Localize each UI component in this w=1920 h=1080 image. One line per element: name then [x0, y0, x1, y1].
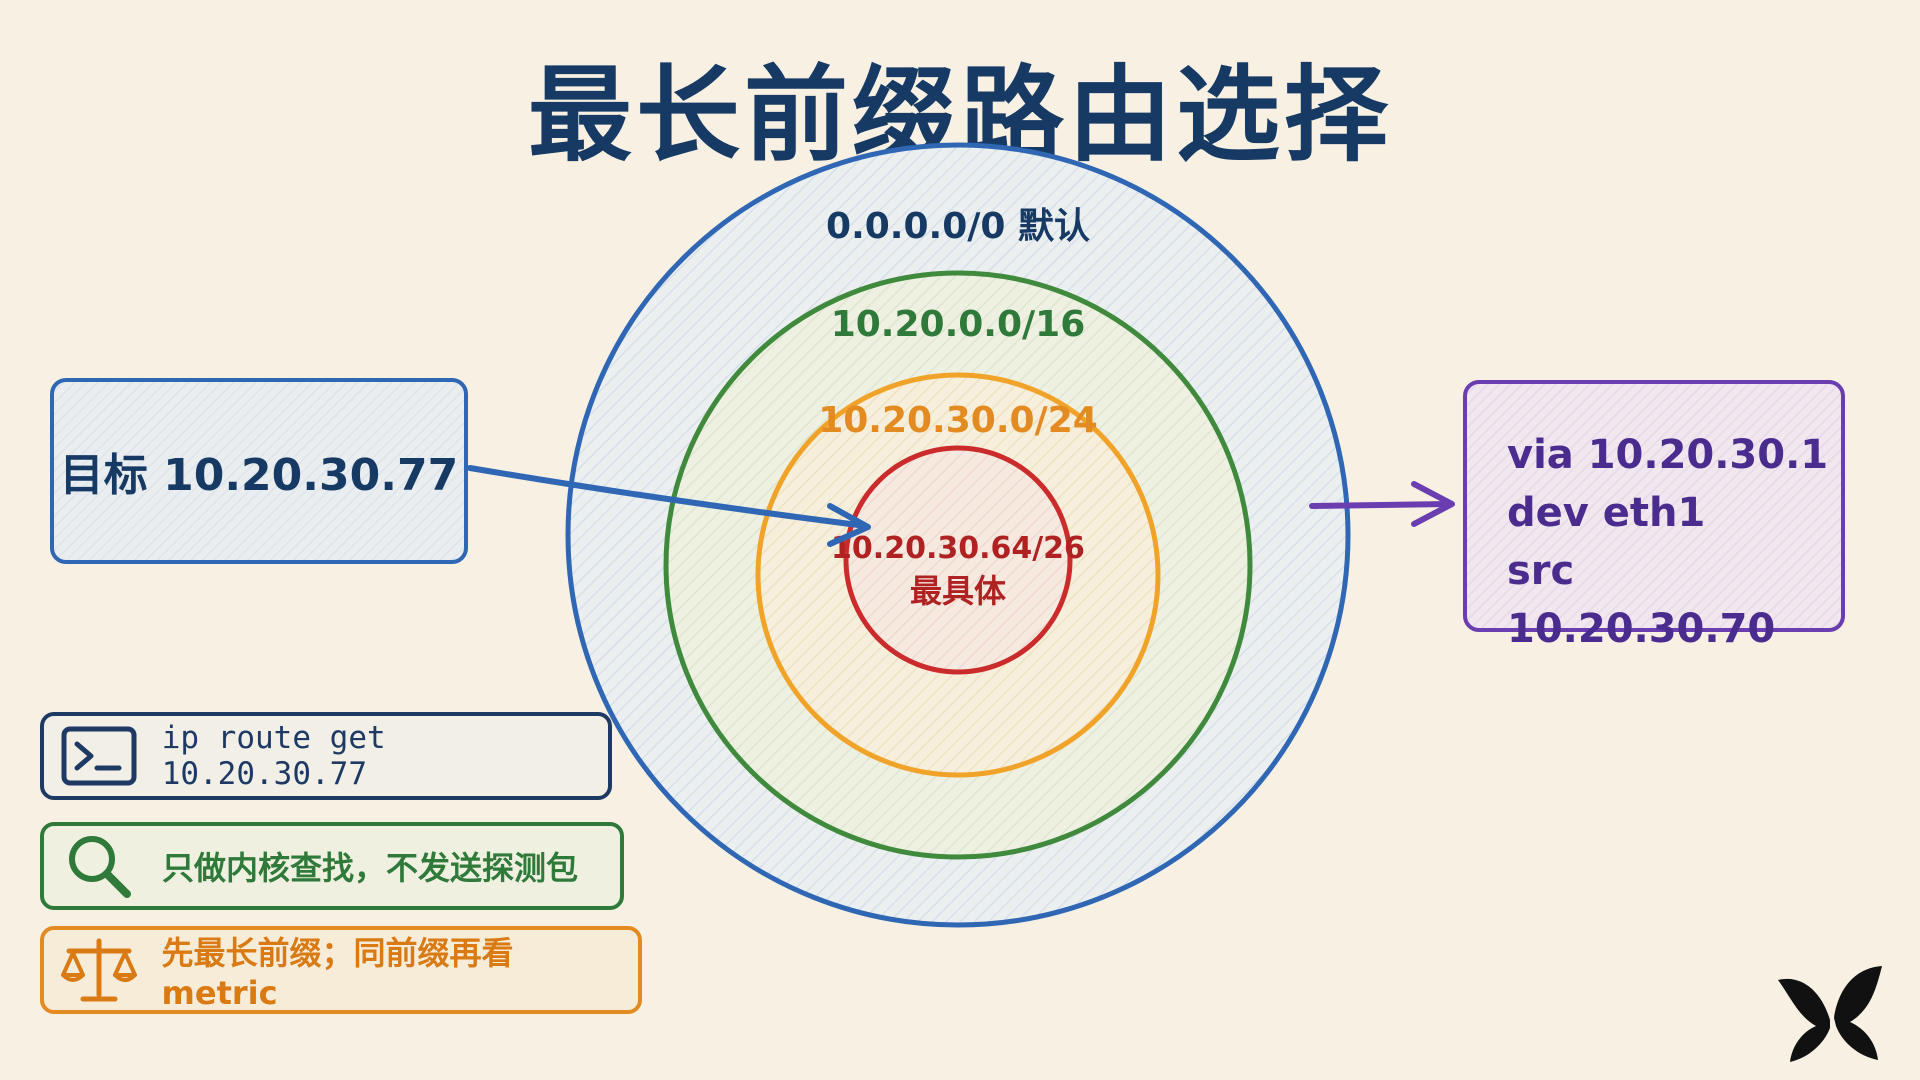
legend-metric-text: 先最长前缀；同前缀再看 metric [161, 934, 514, 1012]
legend-command-text: ip route get 10.20.30.77 [161, 720, 386, 792]
terminal-icon [56, 716, 142, 796]
target-arrow-head [827, 503, 871, 547]
result-via: via 10.20.30.1 [1507, 432, 1829, 478]
balance-scale-icon [56, 930, 142, 1010]
legend-command: ip route get 10.20.30.77 [40, 712, 612, 800]
ring-label-16: 10.20.0.0/16 [831, 304, 1086, 345]
destination-box: 目标 10.20.30.77 [50, 378, 468, 564]
target-arrow [467, 465, 869, 529]
legend-lookup: 只做内核查找，不发送探测包 [40, 822, 624, 910]
result-src: src 10.20.30.70 [1507, 548, 1776, 652]
legend-metric: 先最长前缀；同前缀再看 metric [40, 926, 642, 1014]
ring-label-26: 10.20.30.64/26 [831, 531, 1085, 566]
result-dev: dev eth1 [1507, 490, 1706, 536]
result-arrow [1309, 501, 1453, 509]
ring-label-24: 10.20.30.0/24 [818, 400, 1098, 441]
destination-label: 目标 10.20.30.77 [59, 450, 459, 501]
legend-lookup-text: 只做内核查找，不发送探测包 [162, 849, 579, 887]
ring-sublabel-26: 最具体 [910, 572, 1006, 610]
ring-prefix-26 [843, 445, 1073, 675]
magnifier-icon [56, 826, 142, 906]
result-arrow-head [1411, 481, 1455, 527]
ring-label-default: 0.0.0.0/0 默认 [826, 206, 1090, 247]
butterfly-icon [1772, 962, 1892, 1066]
route-result-box: via 10.20.30.1 dev eth1 src 10.20.30.70 [1463, 380, 1845, 652]
